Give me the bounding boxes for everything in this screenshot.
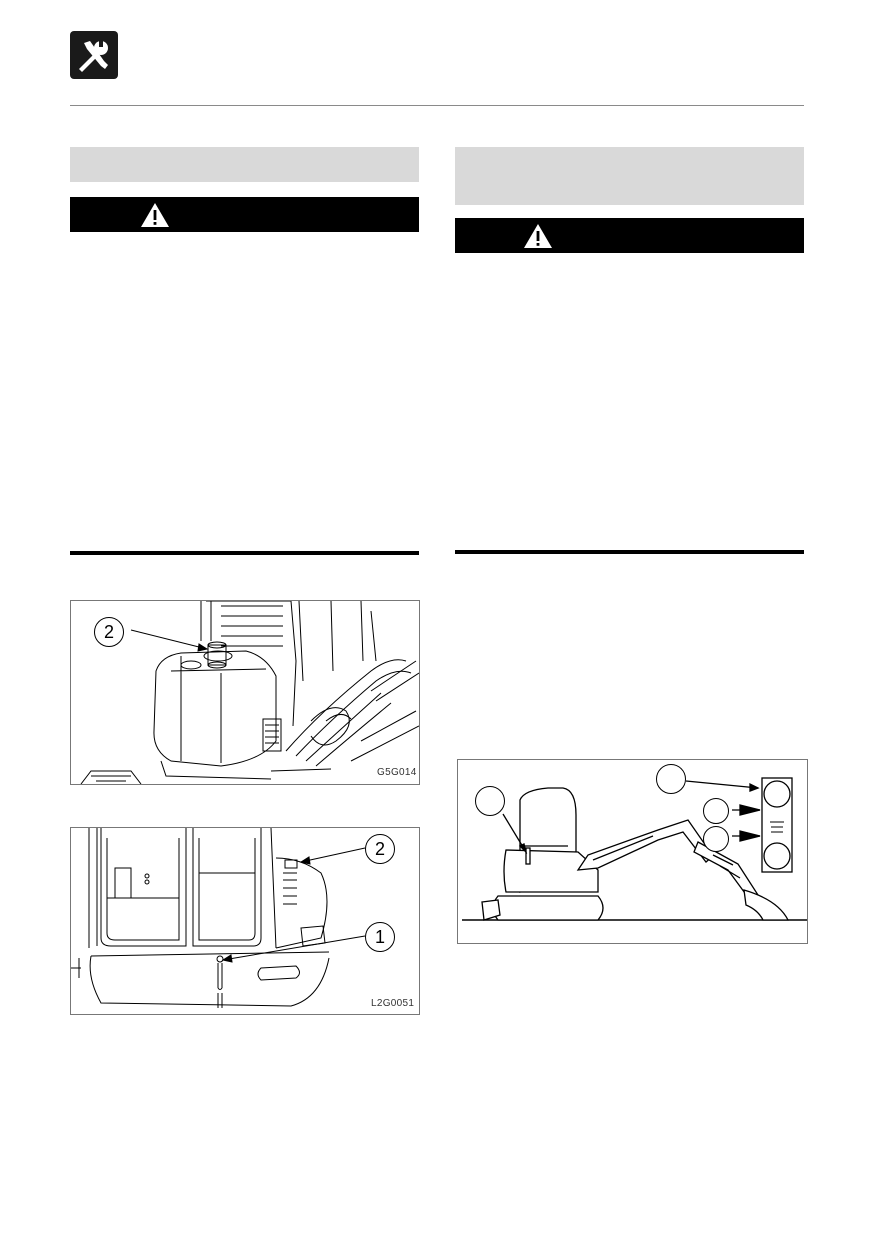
figure-excavator-level — [457, 759, 808, 944]
warning-bar-right — [455, 218, 804, 253]
callout-blank-c — [703, 798, 729, 824]
section-rule-right — [455, 550, 804, 554]
warning-bar-left — [70, 197, 419, 232]
section-heading-band-left — [70, 147, 419, 182]
section-heading-band-right — [455, 147, 804, 205]
callout-blank-b — [656, 764, 686, 794]
rear-view-drawing — [71, 828, 366, 1008]
fuel-tank-drawing — [80, 601, 419, 784]
callout-1: 1 — [365, 922, 395, 952]
callout-2: 2 — [365, 834, 395, 864]
callout-2: 2 — [94, 617, 124, 647]
callout-blank-a — [475, 786, 505, 816]
maintenance-tools-icon — [70, 31, 118, 79]
section-rule-left — [70, 551, 419, 555]
warning-triangle-icon — [141, 203, 169, 227]
figure-rear-view: 2 1 L2G0051 — [70, 827, 420, 1015]
callout-blank-d — [703, 826, 729, 852]
figure-code: L2G0051 — [371, 998, 415, 1009]
warning-triangle-icon — [524, 224, 552, 248]
figure-code: G5G014 — [377, 767, 417, 778]
excavator-silhouette — [462, 777, 807, 921]
figure-fuel-tank: 2 G5G014 — [70, 600, 420, 785]
header-rule — [70, 105, 804, 106]
